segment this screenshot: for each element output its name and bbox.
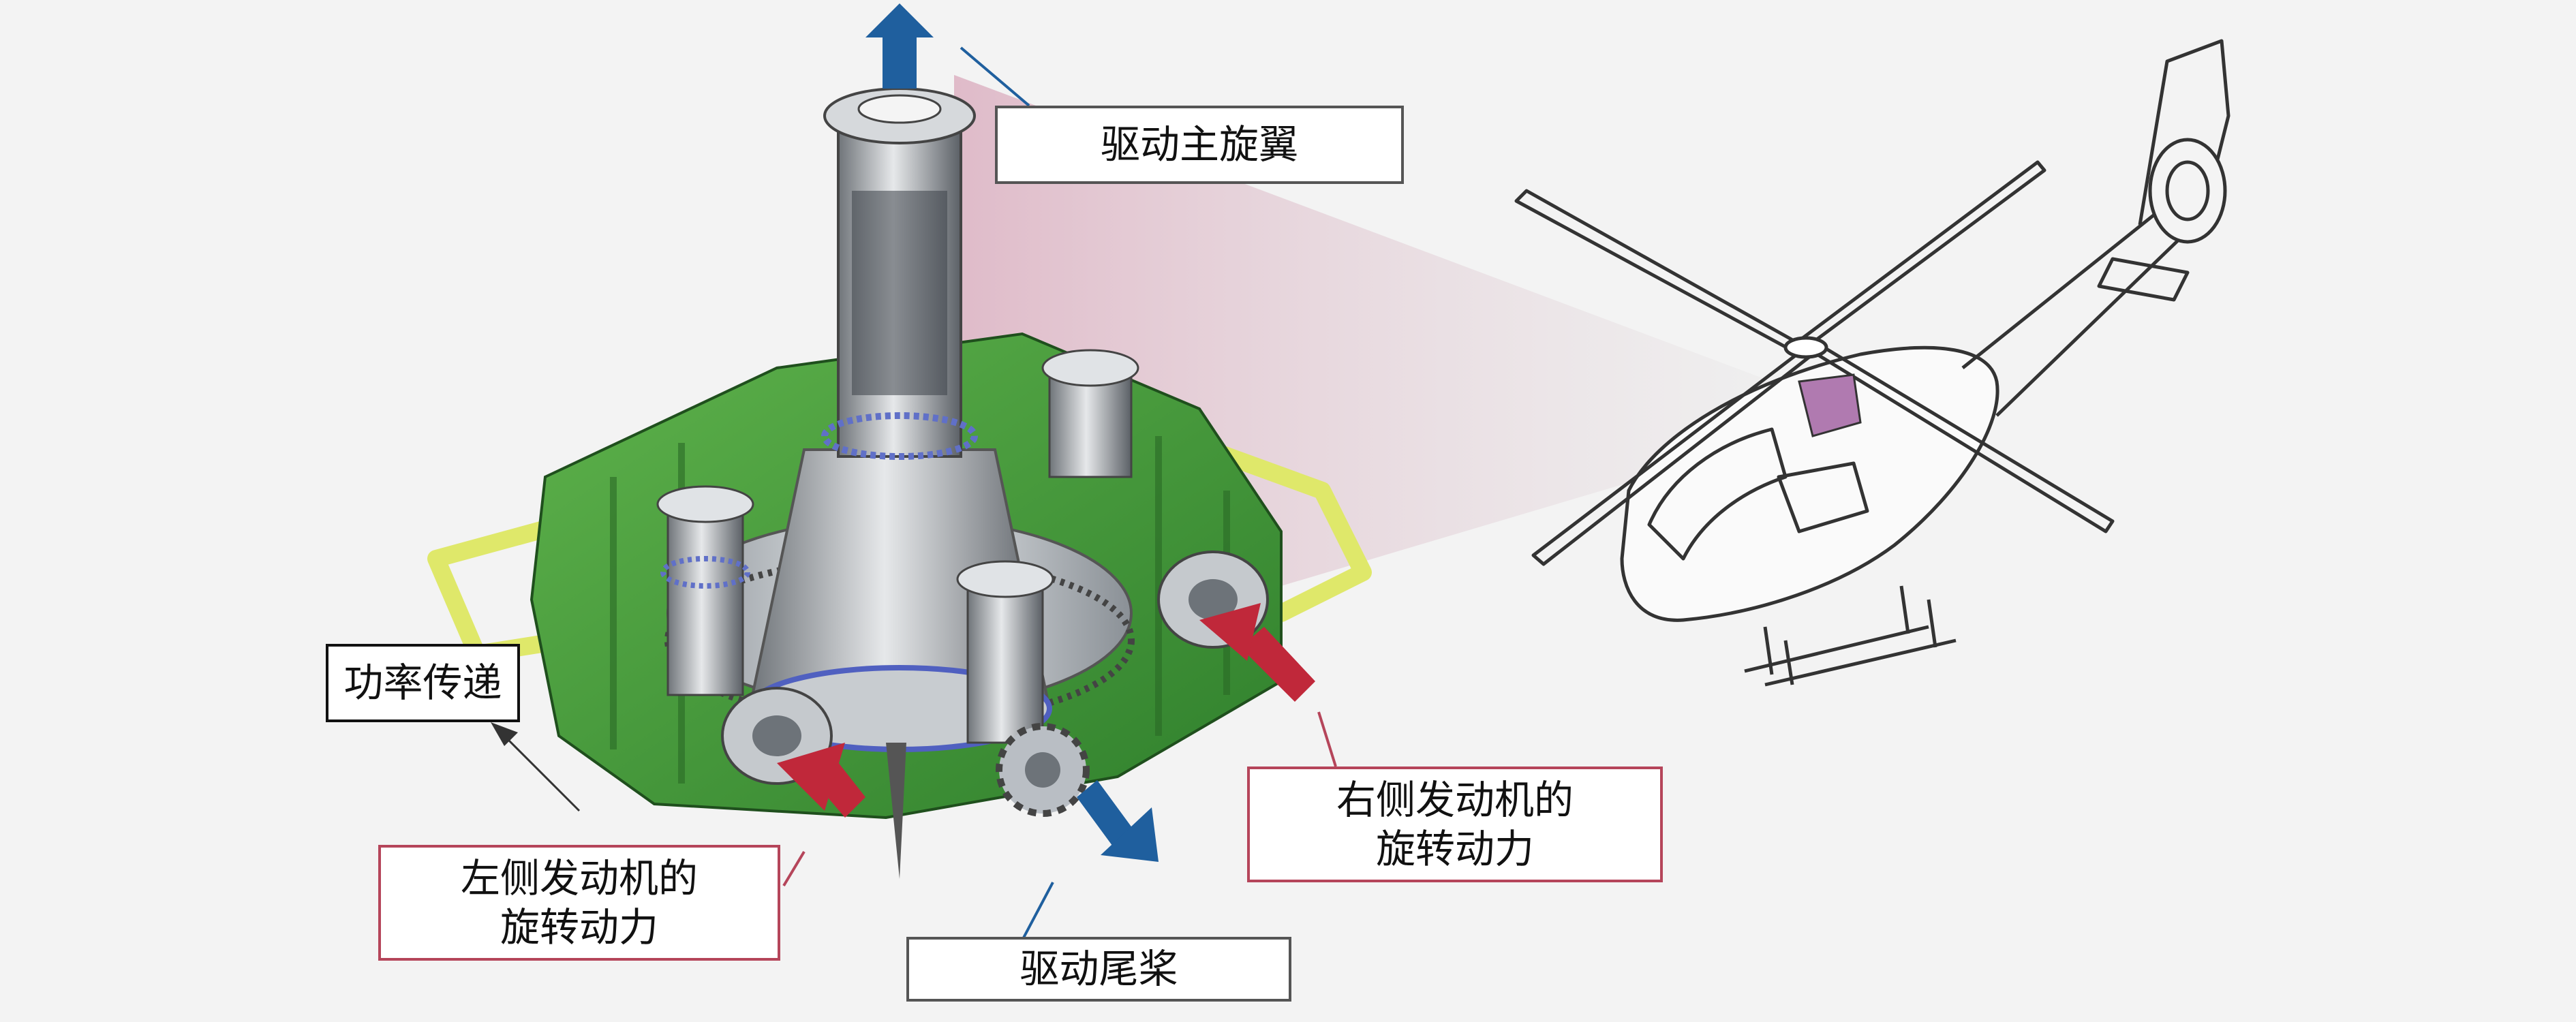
main-gearbox (427, 87, 1372, 879)
main-rotor-output-arrow (865, 3, 934, 89)
right-pinion-stack (956, 560, 1054, 744)
helicopter-illustration (1514, 39, 2230, 687)
left-engine-label: 左侧发动机的 旋转动力 (378, 845, 780, 961)
power-transmission-text: 功率传递 (343, 660, 502, 707)
drive-tail-rotor-label: 驱动尾桨 (906, 937, 1291, 1002)
tail-rotor-leader (1021, 882, 1054, 941)
left-pinion-stack (656, 485, 754, 696)
main-rotor-leader (960, 46, 1030, 107)
helicopter-gearbox-marker (1798, 373, 1862, 437)
left-engine-leader (782, 850, 806, 887)
right-engine-text-line2: 旋转动力 (1375, 826, 1534, 872)
drive-main-rotor-text: 驱动主旋翼 (1100, 121, 1298, 168)
rear-pinion (1041, 349, 1139, 478)
right-engine-leader (1317, 711, 1337, 767)
left-engine-text-line2: 旋转动力 (500, 904, 658, 950)
left-engine-input-arrow (777, 743, 865, 818)
right-engine-label: 右侧发动机的 旋转动力 (1247, 766, 1663, 882)
drive-tail-rotor-text: 驱动尾桨 (1019, 946, 1178, 993)
left-engine-text-line1: 左侧发动机的 (460, 854, 698, 901)
right-engine-text-line1: 右侧发动机的 (1336, 776, 1574, 823)
right-engine-input-arrow (1199, 603, 1315, 702)
power-transmission-label: 功率传递 (326, 644, 520, 722)
drive-main-rotor-label: 驱动主旋翼 (995, 106, 1404, 184)
tail-rotor-output-arrow (1077, 780, 1159, 862)
